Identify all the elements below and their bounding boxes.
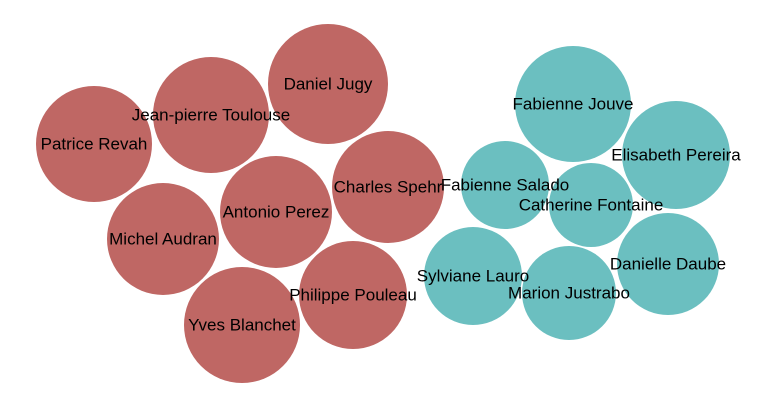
bubble-daniel-jugy[interactable] <box>268 24 388 144</box>
bubble-label-philippe-pouleau: Philippe Pouleau <box>289 286 417 305</box>
bubble-label-jean-pierre-toulouse: Jean-pierre Toulouse <box>132 106 290 125</box>
bubble-danielle-daube[interactable] <box>617 213 719 315</box>
bubble-label-daniel-jugy: Daniel Jugy <box>284 75 373 94</box>
bubble-label-patrice-revah: Patrice Revah <box>41 135 148 154</box>
bubble-label-yves-blanchet: Yves Blanchet <box>188 316 296 335</box>
bubble-label-elisabeth-pereira: Elisabeth Pereira <box>611 146 741 165</box>
bubble-label-sylviane-lauro: Sylviane Lauro <box>417 267 529 286</box>
bubble-philippe-pouleau[interactable] <box>299 241 407 349</box>
bubble-fabienne-salado[interactable] <box>461 141 549 229</box>
bubble-label-danielle-daube: Danielle Daube <box>610 255 726 274</box>
bubble-patrice-revah[interactable] <box>36 86 152 202</box>
bubble-antonio-perez[interactable] <box>220 156 332 268</box>
bubble-label-fabienne-jouve: Fabienne Jouve <box>513 95 634 114</box>
bubble-label-michel-audran: Michel Audran <box>109 230 217 249</box>
bubble-label-fabienne-salado: Fabienne Salado <box>441 176 570 195</box>
bubble-charles-spehr[interactable] <box>332 131 444 243</box>
bubble-fabienne-jouve[interactable] <box>515 46 631 162</box>
circles-layer <box>36 24 730 383</box>
bubble-label-charles-spehr: Charles Spehr <box>334 178 443 197</box>
labels-layer: Patrice Revah Jean-pierre Toulouse Daniel … <box>41 75 742 335</box>
bubble-jean-pierre-toulouse[interactable] <box>153 57 269 173</box>
bubble-label-marion-justrabo: Marion Justrabo <box>508 284 630 303</box>
bubble-elisabeth-pereira[interactable] <box>622 101 730 209</box>
bubble-label-antonio-perez: Antonio Perez <box>223 203 330 222</box>
bubble-catherine-fontaine[interactable] <box>549 163 633 247</box>
bubble-sylviane-lauro[interactable] <box>424 227 522 325</box>
bubble-yves-blanchet[interactable] <box>184 267 300 383</box>
bubble-michel-audran[interactable] <box>107 183 219 295</box>
bubble-label-catherine-fontaine: Catherine Fontaine <box>519 196 664 215</box>
bubble-marion-justrabo[interactable] <box>522 246 616 340</box>
